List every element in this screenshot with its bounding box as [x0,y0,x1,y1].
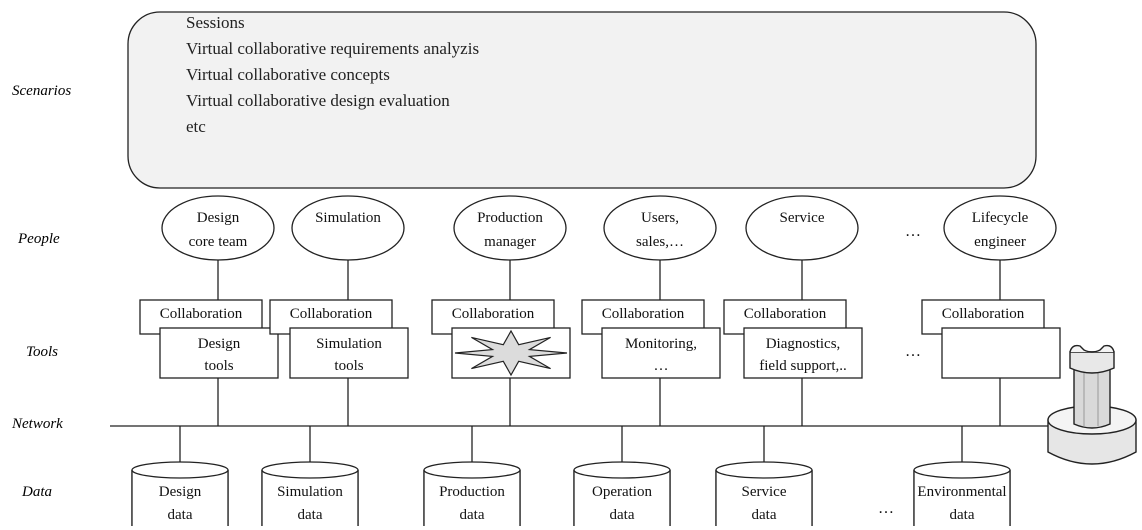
data-store-cylinder [423,461,521,526]
tool-box [289,327,409,379]
tools-ellipsis: … [905,343,921,360]
person-node [291,195,405,261]
scenario-item: Sessions [186,13,245,32]
person-label-line1: Users, [641,210,679,226]
person-node [453,195,567,261]
person-label-line2: manager [484,234,536,250]
person-label-line1: Lifecycle [972,210,1029,226]
person-label-line1: Simulation [315,210,381,226]
scenario-item: Virtual collaborative concepts [186,65,390,84]
people-ellipsis: … [905,223,921,240]
tool-label-line1: Monitoring, [625,336,697,352]
data-label-line2: data [752,507,777,523]
person-node [161,195,275,261]
data-ellipsis: … [878,500,894,517]
scenario-item: etc [186,117,206,136]
row-label-scenarios: Scenarios [12,83,71,99]
person-node [603,195,717,261]
person-label-line1: Design [197,210,240,226]
tool-box [743,327,863,379]
row-label-tools: Tools [26,344,58,360]
tool-box [941,327,1061,379]
tool-label-line2: tools [334,358,363,374]
person-label-line2: sales,… [636,234,684,250]
tool-label-line1: Simulation [316,336,382,352]
person-label-line2: engineer [974,234,1026,250]
tool-label-line1: Diagnostics, [766,336,841,352]
person-label-line1: Production [477,210,543,226]
data-label-line2: data [460,507,485,523]
row-label-network: Network [11,416,63,432]
row-label-data: Data [21,484,52,500]
collaboration-label: Collaboration [602,306,685,322]
data-label-line1: Operation [592,484,652,500]
collaboration-label: Collaboration [160,306,243,322]
data-label-line1: Environmental [917,484,1006,500]
data-store-cylinder [131,461,229,526]
data-label-line1: Simulation [277,484,343,500]
tool-label-line1: Design [198,336,241,352]
scenario-item: Virtual collaborative design evaluation [186,91,450,110]
tool-label-line2: … [654,358,669,374]
data-label-line1: Production [439,484,505,500]
person-label-line1: Service [780,210,825,226]
tool-box [159,327,279,379]
person-node [943,195,1057,261]
data-store-cylinder [573,461,671,526]
data-store-cylinder [913,461,1011,526]
collaboration-label: Collaboration [744,306,827,322]
star-burst-icon [454,329,568,377]
person-label-line2: core team [189,234,248,250]
row-label-people: People [17,231,60,247]
data-store-cylinder [715,461,813,526]
scenario-item: Virtual collaborative requirements analy… [186,39,479,58]
tool-box [601,327,721,379]
data-store-cylinder [261,461,359,526]
scenarios-box [127,11,1037,189]
data-label-line2: data [610,507,635,523]
collaboration-label: Collaboration [452,306,535,322]
collaboration-label: Collaboration [290,306,373,322]
data-label-line1: Design [159,484,202,500]
plug-connector-icon [1047,344,1137,465]
person-node [745,195,859,261]
data-label-line2: data [298,507,323,523]
data-label-line2: data [950,507,975,523]
data-label-line1: Service [742,484,787,500]
data-label-line2: data [168,507,193,523]
tool-label-line2: field support,.. [759,358,847,374]
tool-label-line2: tools [204,358,233,374]
collaboration-label: Collaboration [942,306,1025,322]
